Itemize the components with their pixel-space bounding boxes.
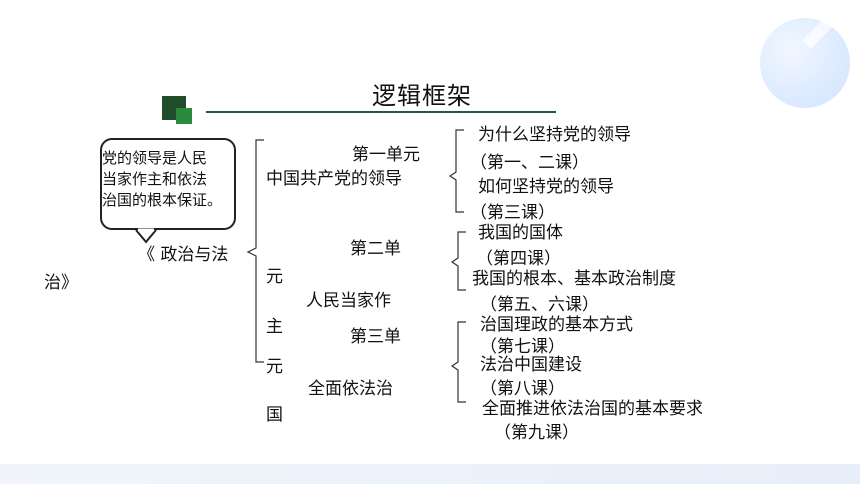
unit3-lesson3-title: 全面推进依法治国的基本要求 <box>482 399 703 419</box>
unit2-label-line2: 人民当家作 <box>306 291 391 311</box>
unit3-lesson3-sub: （第九课） <box>494 423 579 443</box>
title-underline <box>206 111 556 113</box>
unit1-brace <box>448 129 464 213</box>
root-label-part1: 《 政治与法 <box>138 245 229 265</box>
speech-bubble-text: 党的领导是人民 当家作主和依法 治国的根本保证。 <box>102 149 223 209</box>
bubble-tail <box>135 229 157 244</box>
unit2-lesson1-title: 我国的国体 <box>478 223 563 243</box>
vertical-char-3: 元 <box>266 357 283 377</box>
unit3-lesson1-title: 治国理政的基本方式 <box>480 315 633 335</box>
speech-bubble <box>100 138 236 230</box>
title-square-green <box>176 108 192 124</box>
footer-bar <box>0 464 860 484</box>
vertical-char-2: 主 <box>266 317 283 337</box>
unit3-label-line1: 第三单 <box>350 327 401 347</box>
vertical-char-1: 元 <box>266 267 283 287</box>
root-label-part2: 治》 <box>44 273 78 293</box>
slide-title: 逻辑框架 <box>372 82 472 110</box>
unit1-lesson2-sub: （第三课） <box>470 203 555 223</box>
unit2-lesson2-title: 我国的根本、基本政治制度 <box>472 269 676 289</box>
decorative-circle <box>760 18 850 108</box>
vertical-char-4: 国 <box>266 405 283 425</box>
unit1-label-line2: 中国共产党的领导 <box>266 169 402 189</box>
unit2-label-line1: 第二单 <box>350 239 401 259</box>
unit1-lesson2-title: 如何坚持党的领导 <box>478 177 614 197</box>
unit3-label-line2: 全面依法治 <box>308 379 393 399</box>
unit2-lesson1-sub: （第四课） <box>476 249 561 269</box>
unit3-lesson1-sub: （第七课） <box>480 337 565 357</box>
unit3-lesson2-title: 法治中国建设 <box>480 355 582 375</box>
unit1-lesson1-sub: （第一、二课） <box>470 153 589 173</box>
main-brace <box>246 139 264 363</box>
unit3-lesson2-sub: （第八课） <box>480 379 565 399</box>
unit3-brace <box>450 321 466 403</box>
unit1-label-line1: 第一单元 <box>352 145 420 165</box>
unit2-lesson2-sub: （第五、六课） <box>480 295 599 315</box>
unit2-brace <box>450 231 466 291</box>
unit1-lesson1-title: 为什么坚持党的领导 <box>478 125 631 145</box>
